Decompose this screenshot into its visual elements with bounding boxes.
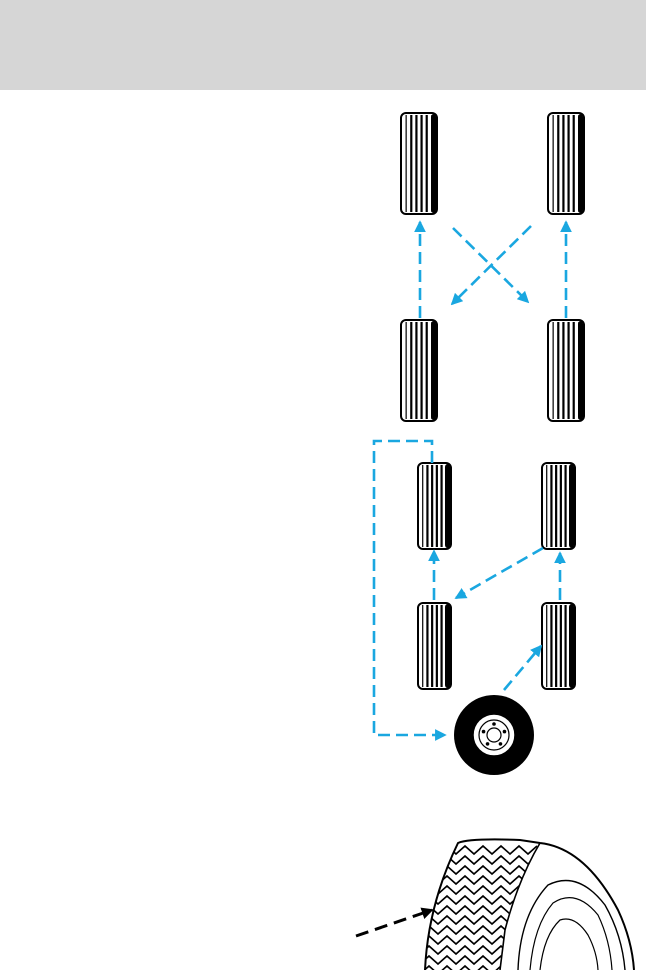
- tire-rear-left: [418, 603, 451, 689]
- tire-rear-right: [542, 603, 575, 689]
- tire-front-left: [418, 463, 451, 549]
- four-tire-rotation-diagram: [401, 113, 584, 421]
- header-band: [0, 0, 646, 90]
- tread-pointer-arrow: [356, 910, 432, 936]
- tire-rear-right: [548, 320, 584, 421]
- spare-tire: [454, 695, 534, 775]
- tire-front-right: [542, 463, 575, 549]
- five-tire-rotation-diagram: [374, 441, 575, 775]
- tire-front-right: [548, 113, 584, 214]
- tire-tread-diagram: [356, 839, 634, 970]
- tire-front-left: [401, 113, 437, 214]
- rotation-arrow-spare-to-rear-right: [504, 646, 541, 690]
- rotation-arrow-front-right-to-rear-left: [456, 548, 543, 598]
- tire-rear-left: [401, 320, 437, 421]
- tire-rotation-illustrations: [0, 90, 646, 970]
